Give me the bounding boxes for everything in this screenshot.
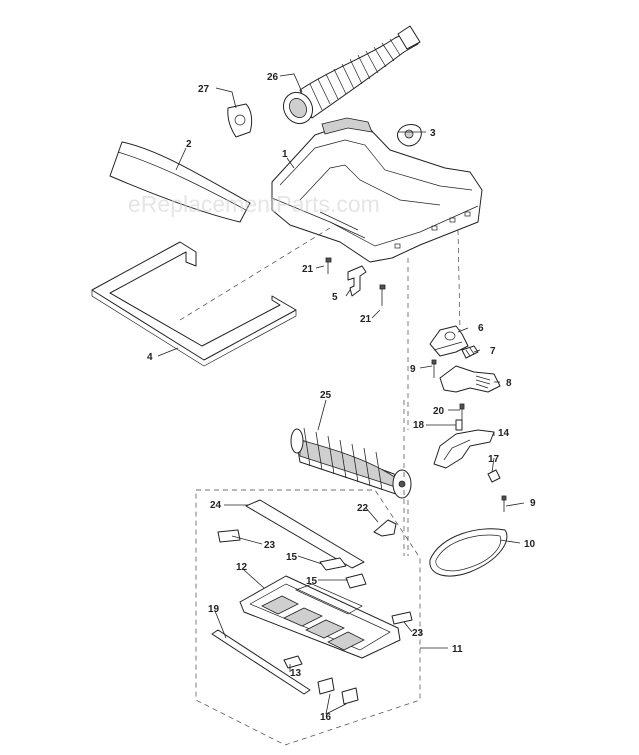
- part-14-lever[interactable]: [433, 429, 495, 469]
- callout-5[interactable]: 5: [332, 292, 338, 303]
- part-20-pin[interactable]: [459, 403, 465, 420]
- part-27-bracket[interactable]: [227, 103, 253, 138]
- part-4-frame[interactable]: [91, 241, 297, 367]
- part-9a-screw[interactable]: [431, 359, 437, 378]
- callout-14[interactable]: 14: [498, 428, 510, 439]
- part-18-pin[interactable]: [455, 419, 463, 431]
- part-6-lever-bracket[interactable]: [429, 325, 469, 357]
- part-3-knob[interactable]: [397, 124, 422, 147]
- part-15a-clip[interactable]: [319, 557, 347, 571]
- callout-13[interactable]: 13: [290, 668, 302, 679]
- part-24-strip[interactable]: [245, 499, 365, 569]
- callout-17[interactable]: 17: [488, 454, 500, 465]
- assembly-lines: [179, 227, 461, 556]
- callout-18[interactable]: 18: [413, 420, 425, 431]
- callout-21b[interactable]: 21: [360, 314, 372, 325]
- callout-3[interactable]: 3: [430, 128, 436, 139]
- part-1-main-housing[interactable]: [271, 117, 483, 263]
- callout-20[interactable]: 20: [433, 406, 445, 417]
- callout-6[interactable]: 6: [478, 323, 484, 334]
- callout-8[interactable]: 8: [506, 378, 512, 389]
- callout-26[interactable]: 26: [267, 72, 279, 83]
- callout-10[interactable]: 10: [524, 539, 536, 550]
- part-23a-pad[interactable]: [217, 529, 241, 543]
- part-5-clip[interactable]: [347, 265, 367, 297]
- callout-16[interactable]: 16: [320, 712, 332, 723]
- callout-12[interactable]: 12: [236, 562, 248, 573]
- callout-21a[interactable]: 21: [302, 264, 314, 275]
- callout-22[interactable]: 22: [357, 503, 369, 514]
- part-15b-clip[interactable]: [345, 573, 367, 589]
- callout-15a[interactable]: 15: [286, 552, 298, 563]
- part-19-strip[interactable]: [211, 629, 311, 695]
- part-10-belt[interactable]: [429, 528, 508, 577]
- part-8-pedal[interactable]: [439, 365, 501, 393]
- callout-23a[interactable]: 23: [264, 540, 276, 551]
- callout-19[interactable]: 19: [208, 604, 220, 615]
- part-21a-screw[interactable]: [325, 257, 332, 274]
- callout-7[interactable]: 7: [490, 346, 496, 357]
- callout-labels: 27 26 3 2 1 21 5 21 4 6 7 9 8 20 18 14 1…: [147, 72, 536, 723]
- part-12-base-plate[interactable]: [239, 575, 401, 659]
- part-2-top-cover[interactable]: [109, 141, 251, 223]
- part-22-bracket[interactable]: [373, 519, 397, 537]
- part-9b-screw[interactable]: [501, 495, 507, 512]
- part-17-pin[interactable]: [487, 469, 501, 483]
- callout-15b[interactable]: 15: [306, 576, 318, 587]
- leader-lines: [157, 73, 525, 715]
- callout-23b[interactable]: 23: [412, 628, 424, 639]
- part-25-brushroll[interactable]: [290, 427, 412, 499]
- callout-9b[interactable]: 9: [530, 498, 536, 509]
- part-21b-screw[interactable]: [379, 284, 386, 306]
- watermark-text: eReplacementParts.com: [128, 191, 380, 217]
- part-7-spring[interactable]: [461, 345, 479, 359]
- callout-11-text[interactable]: 11: [452, 644, 463, 655]
- callout-4[interactable]: 4: [147, 352, 153, 363]
- callout-24[interactable]: 24: [210, 500, 222, 511]
- part-16-wheels[interactable]: [317, 677, 359, 705]
- callout-2[interactable]: 2: [186, 139, 192, 150]
- part-13-pad[interactable]: [283, 655, 303, 669]
- callout-25[interactable]: 25: [320, 390, 332, 401]
- callout-27[interactable]: 27: [198, 84, 210, 95]
- part-26-hose[interactable]: [278, 25, 421, 129]
- callout-9a[interactable]: 9: [410, 364, 416, 375]
- part-23b-pad[interactable]: [391, 611, 413, 625]
- callout-1[interactable]: 1: [282, 149, 288, 160]
